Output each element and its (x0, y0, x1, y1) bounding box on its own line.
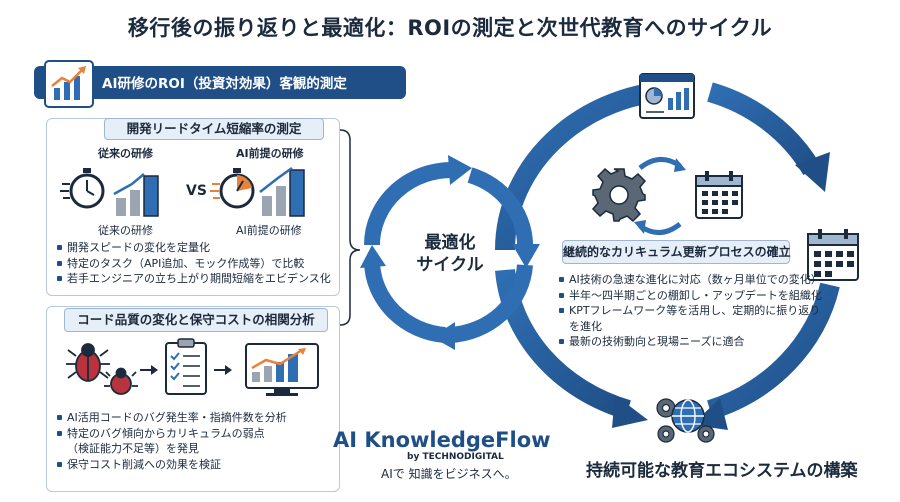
list-item: 若手エンジニアの立ち上がり期間短縮をエビデンス化 (56, 271, 331, 287)
curriculum-title: 継続的なカリキュラム更新プロセスの確立 (562, 240, 791, 264)
vs-label: VS (186, 183, 207, 199)
brand-tagline: AIで 知識をビジネスへ。 (381, 467, 517, 481)
conventional-bar-chart (113, 173, 159, 217)
brand-logo: AI KnowledgeFlow (333, 428, 551, 452)
caption-conventional: 従来の研修 (98, 224, 153, 237)
list-item: KPTフレームワーク等を活用し、定期的に振り返り (558, 303, 822, 319)
checklist-icon (165, 338, 207, 395)
page-title: 移行後の振り返りと最適化：ROIの測定と次世代教育へのサイクル (127, 16, 773, 40)
list-item: 半年〜四半期ごとの棚卸し・アップデートを組織化 (558, 288, 822, 304)
label-ai: AI前提の研修 (236, 147, 304, 160)
cycle-arrow-bottom-right (706, 282, 840, 420)
roi-header-bar (34, 66, 406, 99)
globe-gears-icon (656, 398, 715, 443)
arrow-right-icon (214, 365, 232, 375)
cycle-arrow-top-right (707, 82, 821, 176)
list-item: （検証能力不足等）を発見 (67, 442, 199, 455)
curriculum-bullets: AI技術の急速な進化に対応（数ヶ月単位での変化） 半年〜四半期ごとの棚卸し・アッ… (558, 272, 822, 350)
roi-header-title: AI研修のROI（投資対効果）客観的測定 (102, 76, 347, 92)
quality-bullets: AI活用コードのバグ発生率・指摘件数を分析 特定のバグ傾向からカリキュラムの弱点… (56, 410, 287, 472)
gear-icon (591, 167, 647, 223)
ai-bar-chart (259, 166, 305, 217)
small-cycle-arrow-bottom (449, 264, 533, 343)
leadtime-bullets: 開発スピードの変化を定量化 特定のタスク（API追加、モック作成等）で比較 若手… (56, 240, 331, 287)
stopwatch-fast-icon (210, 168, 255, 209)
list-item: AI技術の急速な進化に対応（数ヶ月単位での変化） (558, 272, 822, 288)
list-item: 特定のバグ傾向からカリキュラムの弱点 (56, 426, 287, 442)
growth-chart-icon (44, 60, 94, 108)
sync-arrows-icon (634, 157, 686, 235)
calendar-icon (695, 171, 743, 219)
brand-byline: by TECHNODIGITAL (407, 452, 504, 462)
small-cycle-arrow-top (364, 161, 456, 246)
leadtime-panel-title: 開発リードタイム短縮率の測定 (104, 118, 324, 140)
list-item: を進化 (569, 319, 602, 333)
dashboard-icon (639, 73, 695, 119)
list-item: AI活用コードのバグ発生率・指摘件数を分析 (56, 410, 287, 426)
label-conventional: 従来の研修 (98, 147, 153, 160)
small-cycle-arrow-left (364, 261, 446, 343)
caption-ai: AI前提の研修 (236, 224, 302, 237)
quality-panel-title: コード品質の変化と保守コストの相関分析 (64, 308, 328, 332)
quality-panel (46, 306, 340, 492)
list-item: 最新の技術動向と現場ニーズに適合 (558, 334, 822, 350)
bug-icon (66, 343, 138, 395)
optimization-cycle-label: 最適化 サイクル (416, 233, 484, 275)
list-item: 開発スピードの変化を定量化 (56, 240, 331, 256)
arrow-right-icon (140, 365, 158, 375)
stopwatch-icon (60, 168, 105, 209)
list-item: 特定のタスク（API追加、モック作成等）で比較 (56, 256, 331, 272)
ecosystem-label: 持続可能な教育エコシステムの構築 (586, 461, 858, 481)
monitor-chart-icon (245, 343, 319, 396)
small-cycle-arrow-right (467, 167, 534, 251)
list-item: 保守コスト削減への効果を検証 (56, 457, 287, 473)
calendar-icon (807, 229, 859, 281)
